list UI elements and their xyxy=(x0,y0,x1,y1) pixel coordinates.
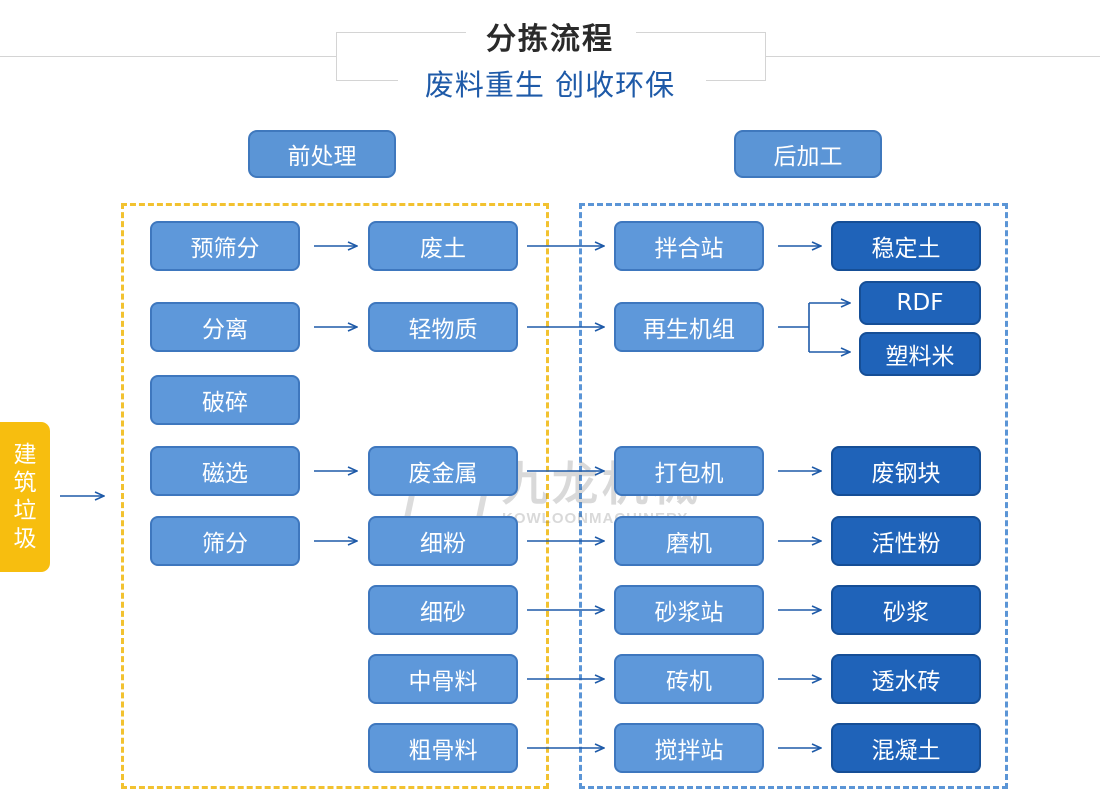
page-subtitle: 废料重生 创收环保 xyxy=(424,68,676,102)
material-light-matter: 轻物质 xyxy=(368,302,518,352)
material-fine-sand: 细砂 xyxy=(368,585,518,635)
product-rdf: RDF xyxy=(859,281,981,325)
title-frame-right xyxy=(765,32,766,80)
machine-regeneration-unit: 再生机组 xyxy=(614,302,764,352)
title-frame-bottom-left xyxy=(336,80,398,81)
machine-mixing-station: 拌合站 xyxy=(614,221,764,271)
product-steel-block: 废钢块 xyxy=(831,446,981,496)
machine-baler: 打包机 xyxy=(614,446,764,496)
product-mortar: 砂浆 xyxy=(831,585,981,635)
product-stabilized-soil: 稳定土 xyxy=(831,221,981,271)
material-coarse-aggregate: 粗骨料 xyxy=(368,723,518,773)
title-rule-left xyxy=(0,56,336,57)
pre-step-prescreen: 预筛分 xyxy=(150,221,300,271)
pre-step-magnetic: 磁选 xyxy=(150,446,300,496)
material-scrap-metal: 废金属 xyxy=(368,446,518,496)
product-concrete: 混凝土 xyxy=(831,723,981,773)
section-header-post: 后加工 xyxy=(734,130,882,178)
product-permeable-brick: 透水砖 xyxy=(831,654,981,704)
pre-step-separation: 分离 xyxy=(150,302,300,352)
source-label: 建筑垃圾 xyxy=(13,442,37,552)
source-box: 建筑垃圾 xyxy=(0,422,50,572)
material-waste-soil: 废土 xyxy=(368,221,518,271)
title-frame-left xyxy=(336,32,337,80)
title-frame-bottom-right xyxy=(706,80,766,81)
pre-step-screening: 筛分 xyxy=(150,516,300,566)
title-rule-right xyxy=(765,56,1100,57)
title-frame-top-right xyxy=(636,32,766,33)
pre-step-crushing: 破碎 xyxy=(150,375,300,425)
machine-mortar-station: 砂浆站 xyxy=(614,585,764,635)
post-processing-zone xyxy=(579,203,1008,789)
pre-processing-zone xyxy=(121,203,549,789)
machine-brick-machine: 砖机 xyxy=(614,654,764,704)
title-frame-top-left xyxy=(336,32,466,33)
product-plastic-pellets: 塑料米 xyxy=(859,332,981,376)
machine-concrete-plant: 搅拌站 xyxy=(614,723,764,773)
page-title: 分拣流程 xyxy=(486,22,614,57)
material-medium-aggregate: 中骨料 xyxy=(368,654,518,704)
product-active-powder: 活性粉 xyxy=(831,516,981,566)
material-fine-powder: 细粉 xyxy=(368,516,518,566)
section-header-pre: 前处理 xyxy=(248,130,396,178)
machine-mill: 磨机 xyxy=(614,516,764,566)
